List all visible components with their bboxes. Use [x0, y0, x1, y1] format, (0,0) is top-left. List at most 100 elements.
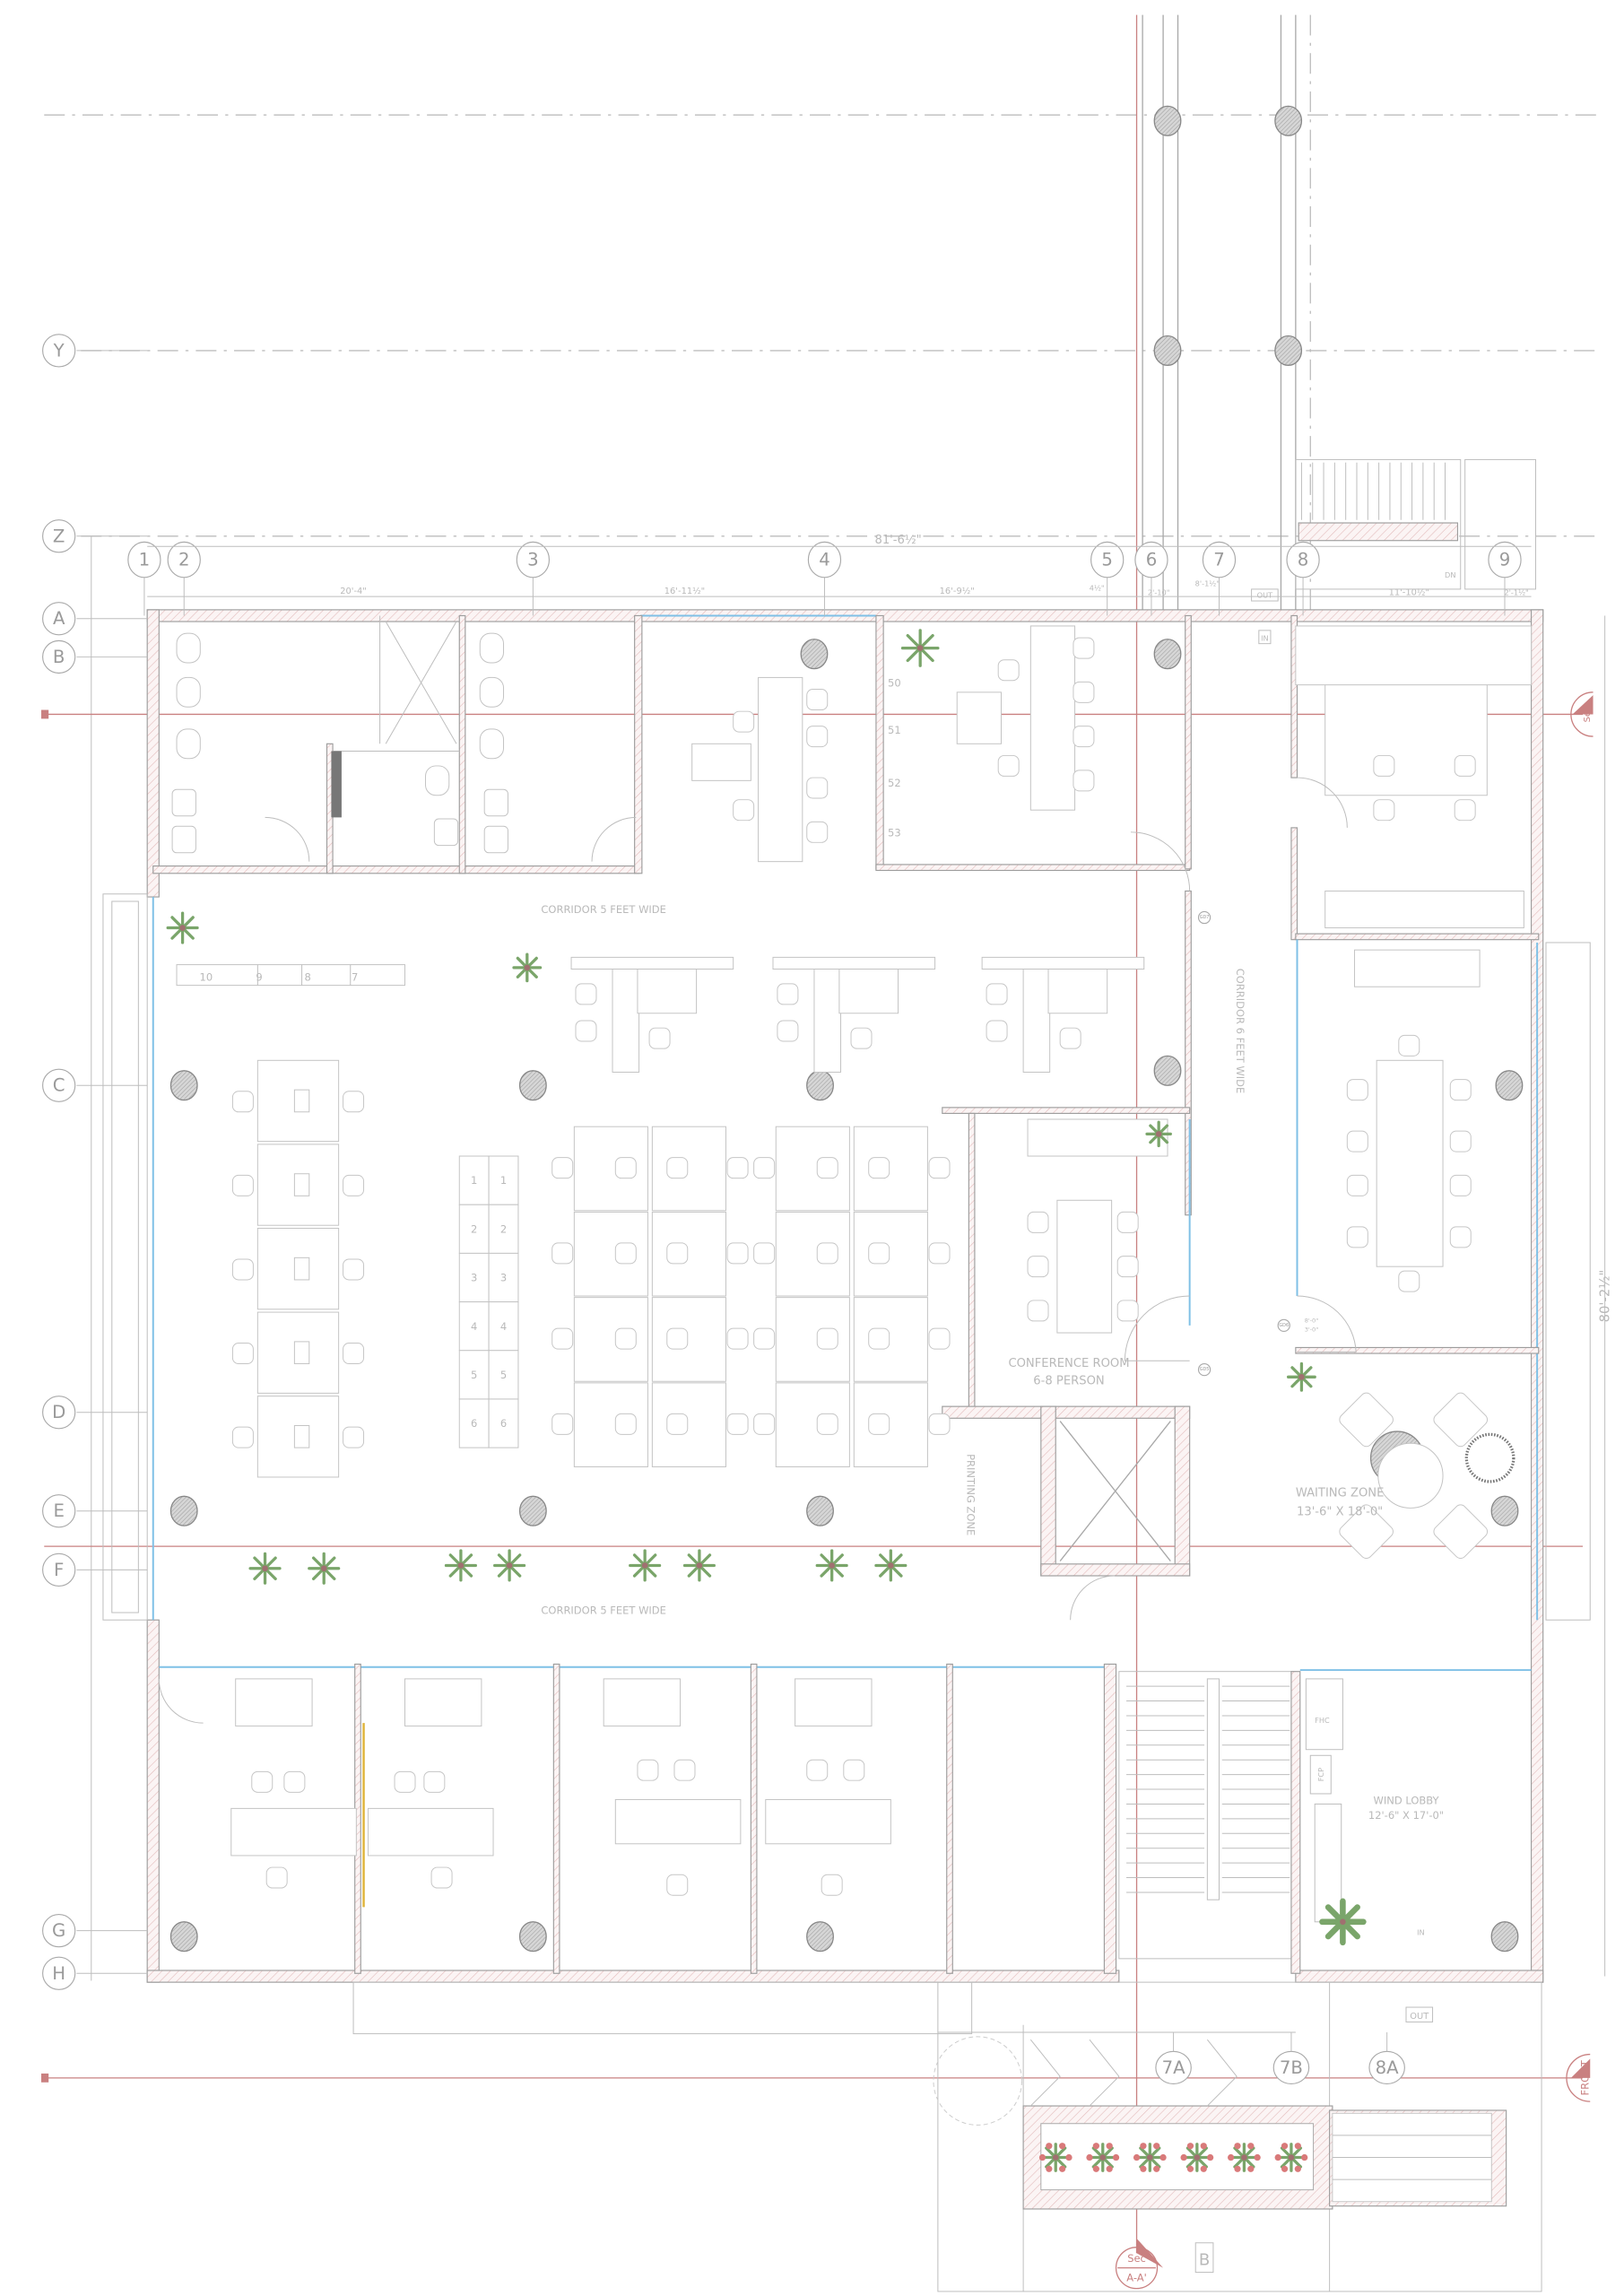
locker-number: 2	[471, 1222, 477, 1235]
toilet	[479, 676, 505, 708]
structural-column	[1153, 639, 1182, 670]
workstation	[651, 1211, 726, 1297]
chair	[575, 983, 597, 1005]
grid-bubble	[1488, 541, 1522, 578]
chair	[986, 1020, 1008, 1042]
workstation	[573, 1297, 648, 1382]
chair	[753, 1242, 776, 1265]
structural-column	[1274, 105, 1303, 136]
counter	[1354, 949, 1481, 987]
chair	[726, 1413, 749, 1435]
plant-icon	[493, 1549, 526, 1582]
chair	[1449, 1226, 1472, 1248]
grid-column-label: 3	[527, 550, 539, 570]
flower-icon	[1059, 2143, 1066, 2150]
desk	[293, 1257, 310, 1281]
flower-icon	[1281, 2143, 1289, 2150]
chair	[733, 799, 755, 822]
chair	[637, 1759, 659, 1781]
chair	[666, 1157, 689, 1179]
chair	[1449, 1174, 1472, 1196]
dimension-text: 11'-10½"	[1389, 587, 1429, 597]
locker-number: 4	[471, 1320, 477, 1333]
grid-bubble	[167, 541, 201, 578]
flower-icon	[1153, 2165, 1160, 2172]
structural-column	[1274, 335, 1303, 366]
workstation	[853, 1126, 928, 1212]
desk	[691, 743, 751, 781]
room-labels: CORRIDOR 5 FEET WIDE CORRIDOR 5 FEET WID…	[541, 903, 1444, 1822]
printing-zone-label: PRINTING ZONE	[965, 1454, 977, 1535]
lounge-chair	[1339, 1392, 1394, 1448]
structural-column	[518, 1921, 547, 1952]
structural-column	[806, 1070, 834, 1101]
grid-column-label: 9	[1499, 550, 1511, 570]
flower-icon	[1112, 2153, 1120, 2161]
wind-lobby-size: 12'-6" X 17'-0"	[1368, 1809, 1444, 1822]
grid-row-label: A	[53, 608, 65, 629]
plant-icon	[815, 1549, 848, 1582]
chair	[753, 1157, 776, 1179]
workstation	[853, 1211, 928, 1297]
chair	[726, 1242, 749, 1265]
grid-bubble	[1134, 541, 1168, 578]
grid-bubble	[1272, 2050, 1310, 2084]
waiting-zone-size: 13'-6" X 18'-0"	[1297, 1506, 1383, 1519]
storage	[1295, 625, 1533, 686]
grid-column-label: 8	[1298, 550, 1309, 570]
grid-column-label: 7B	[1280, 2057, 1303, 2078]
desk	[293, 1341, 310, 1365]
flower-icon	[1247, 2165, 1255, 2172]
dimension-text: 16'-9½"	[940, 586, 975, 596]
chair	[1373, 754, 1395, 777]
grid-row-label: D	[52, 1402, 65, 1422]
door-tag-gd5: GD5	[1200, 1367, 1210, 1372]
plant-icon	[248, 1552, 282, 1585]
b-tag: B	[1199, 2250, 1210, 2269]
workstation	[651, 1382, 726, 1467]
desk	[637, 969, 698, 1014]
plant-icon	[682, 1549, 716, 1582]
grid-bubble	[42, 639, 76, 674]
flower-icon	[1274, 2153, 1281, 2161]
chair	[997, 754, 1020, 777]
section-marker-top: Sec	[1127, 2252, 1146, 2265]
locker-number: 2	[500, 1222, 507, 1235]
plant-icon	[444, 1549, 477, 1582]
chair	[928, 1242, 951, 1265]
toilet	[176, 728, 201, 760]
grid-bubble	[42, 1956, 76, 1990]
grid-row-label: Z	[53, 526, 65, 546]
plant-icon	[1088, 2143, 1118, 2172]
grid-bubble	[42, 519, 76, 553]
chair	[806, 726, 829, 748]
chair	[231, 1258, 254, 1281]
plant-icon	[874, 1549, 908, 1582]
chair	[614, 1413, 637, 1435]
section-marker-bottom: A-A'	[1126, 2271, 1147, 2283]
structural-column	[806, 1921, 834, 1952]
chair	[551, 1157, 574, 1179]
locker-number: 1	[471, 1174, 477, 1187]
grid-bubble	[42, 602, 76, 636]
flower-icon	[1038, 2153, 1046, 2161]
flower-icon	[1207, 2153, 1214, 2161]
door-tag-gd6: GD6	[1279, 1323, 1289, 1328]
grid-row-label: E	[53, 1500, 64, 1521]
chair	[648, 1027, 671, 1049]
grid-bubble	[42, 334, 76, 368]
overall-width-dimension: 81'-6½"	[874, 534, 921, 547]
flower-icon	[1247, 2143, 1255, 2150]
workstation	[573, 1211, 648, 1297]
walls	[102, 609, 1591, 1983]
pantry-counter	[1324, 890, 1524, 929]
chair	[1027, 1211, 1049, 1233]
wash-basin	[483, 788, 508, 817]
grid-row-label: H	[52, 1963, 65, 1984]
chair	[1346, 1174, 1368, 1196]
workstation	[775, 1297, 850, 1382]
chair	[551, 1327, 574, 1350]
flower-icon	[1180, 2153, 1187, 2161]
entrance-area	[352, 1981, 1542, 2292]
